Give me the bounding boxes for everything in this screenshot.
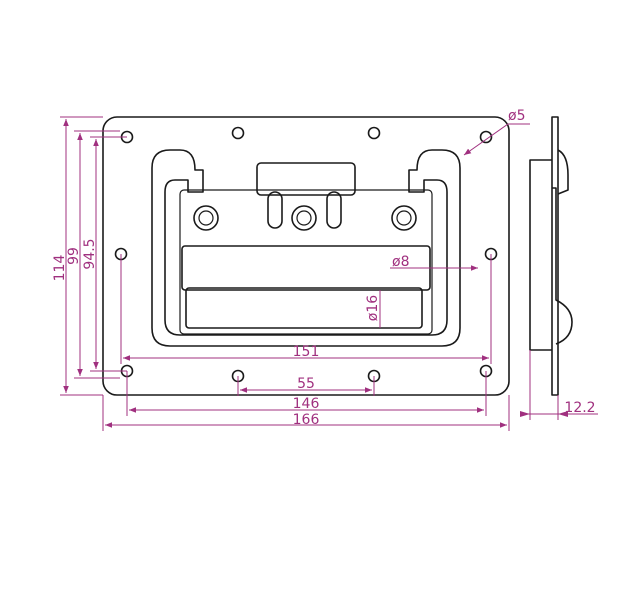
rivet-center-inner [296, 210, 312, 226]
inner-recess [179, 189, 433, 335]
spring-slot-left [267, 191, 283, 229]
mount-hole-top-center-left [231, 126, 245, 140]
side-view [529, 116, 573, 396]
label-114: 114 [52, 255, 68, 282]
mount-hole-top-center-right [367, 126, 381, 140]
rivet-center-outer [291, 205, 317, 231]
side-profile-bend [557, 149, 569, 195]
rivet-left-inner [198, 210, 214, 226]
label-94-5: 94.5 [82, 238, 98, 269]
handle-grip [185, 287, 423, 329]
rivet-right-outer [391, 205, 417, 231]
spring-slot-right [326, 191, 342, 229]
rivet-right-inner [396, 210, 412, 226]
front-view [102, 116, 510, 396]
dim-leader-d5 [463, 123, 509, 156]
mount-hole-top-right [479, 130, 493, 144]
rivet-left-outer [193, 205, 219, 231]
label-55: 55 [297, 376, 315, 392]
top-tab [256, 162, 356, 196]
dimension-lines [60, 116, 598, 431]
label-99: 99 [66, 247, 82, 265]
recess-outline [151, 149, 461, 347]
label-166: 166 [293, 412, 320, 428]
label-12-2: 12.2 [564, 400, 595, 416]
label-d16: ø16 [365, 295, 381, 321]
dimension-labels: 114 99 94.5 ø5 ø8 ø16 151 55 146 166 12.… [52, 108, 596, 428]
label-151: 151 [293, 344, 320, 360]
mounting-plate [102, 116, 510, 396]
side-plate [551, 116, 559, 396]
side-profile-body [529, 159, 552, 351]
label-d8: ø8 [392, 254, 409, 270]
label-d5: ø5 [508, 108, 525, 124]
side-profile-handle [552, 187, 573, 345]
label-146: 146 [293, 396, 320, 412]
